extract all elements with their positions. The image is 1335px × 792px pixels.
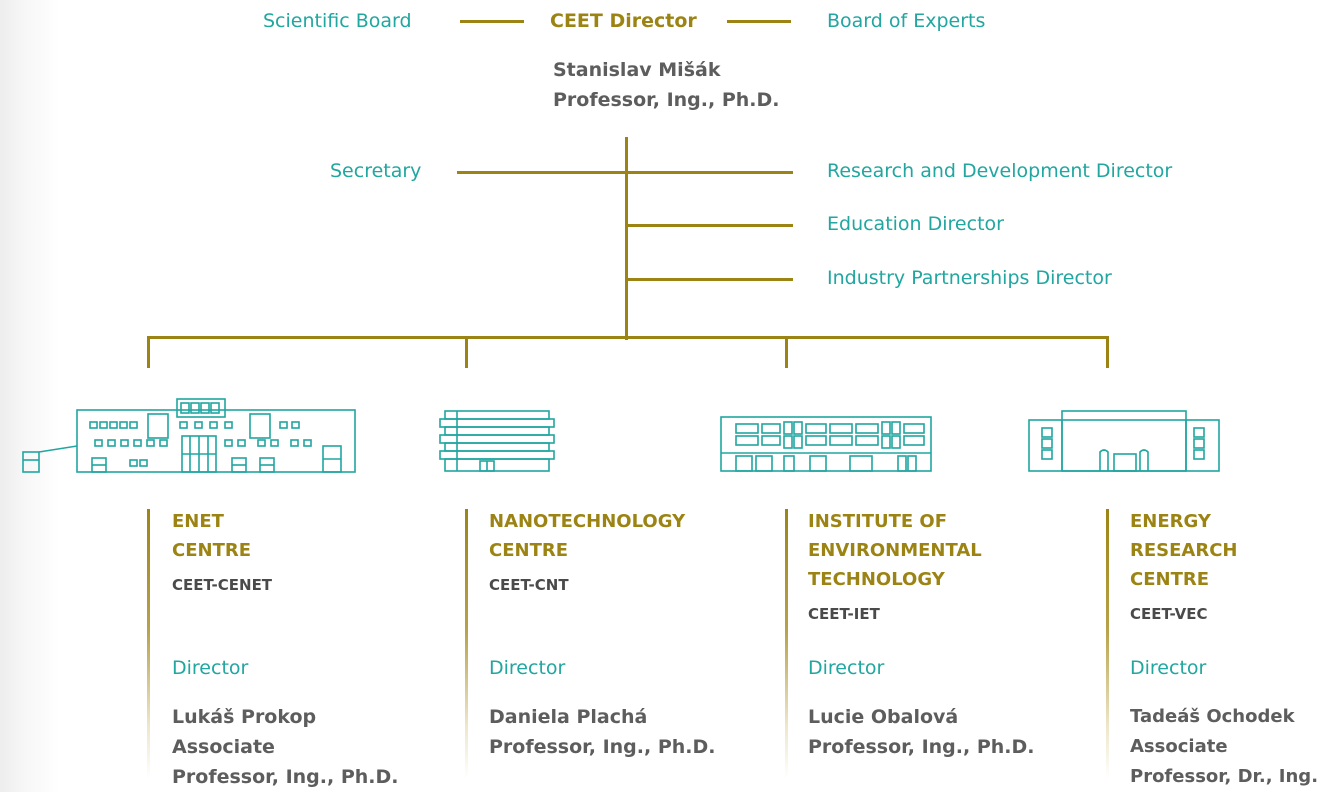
enet-centre-title: ENET CENTRE: [172, 507, 251, 565]
enet-director-info: Lukáš Prokop Associate Professor, Ing., …: [172, 702, 399, 792]
person-degree-line: Professor, Dr., Ing.: [1130, 766, 1319, 787]
centre-title-line: TECHNOLOGY: [808, 569, 945, 590]
energy-building-icon: [1028, 410, 1220, 472]
industry-director-label: Industry Partnerships Director: [827, 267, 1112, 289]
director-degree: Professor, Ing., Ph.D.: [553, 89, 780, 111]
connector-line: [727, 20, 791, 23]
director-info: Stanislav Mišák Professor, Ing., Ph.D.: [553, 55, 780, 115]
secretary-label: Secretary: [330, 160, 422, 182]
rd-director-label: Research and Development Director: [827, 160, 1173, 182]
director-name: Stanislav Mišák: [553, 59, 721, 81]
environmental-centre-code: CEET-IET: [808, 605, 880, 623]
nanotechnology-building-icon: [439, 410, 555, 472]
director-title: CEET Director: [550, 10, 697, 32]
environmental-centre-title: INSTITUTE OF ENVIRONMENTAL TECHNOLOGY: [808, 507, 982, 594]
board-of-experts-label: Board of Experts: [827, 10, 986, 32]
centre-title-line: CENTRE: [1130, 569, 1210, 590]
environmental-column-line: [785, 509, 788, 779]
centre-title-line: ENET: [172, 511, 224, 532]
trunk-line: [625, 137, 628, 340]
person-degree-line: Associate: [172, 736, 275, 758]
enet-director-label: Director: [172, 657, 249, 679]
energy-centre-title: ENERGY RESEARCH CENTRE: [1130, 507, 1237, 594]
person-name: Lucie Obalová: [808, 706, 959, 728]
branch-drop: [147, 336, 150, 368]
education-line: [625, 224, 793, 227]
centre-title-line: ENERGY: [1130, 511, 1211, 532]
branch-drop: [1106, 336, 1109, 368]
nanotechnology-centre-title: NANOTECHNOLOGY CENTRE: [489, 507, 685, 565]
person-degree-line: Professor, Ing., Ph.D.: [808, 736, 1035, 758]
connector-line: [460, 20, 524, 23]
energy-centre-code: CEET-VEC: [1130, 605, 1208, 623]
environmental-building-icon: [720, 416, 932, 472]
branch-bar: [147, 336, 1109, 339]
person-name: Tadeáš Ochodek: [1130, 706, 1295, 727]
education-director-label: Education Director: [827, 213, 1004, 235]
environmental-director-info: Lucie Obalová Professor, Ing., Ph.D.: [808, 702, 1035, 762]
nanotechnology-column-line: [465, 509, 468, 779]
environmental-director-label: Director: [808, 657, 885, 679]
enet-column-line: [147, 509, 150, 779]
centre-title-line: CENTRE: [172, 540, 252, 561]
energy-column-line: [1106, 509, 1109, 779]
nanotechnology-centre-code: CEET-CNT: [489, 576, 569, 594]
centre-title-line: NANOTECHNOLOGY: [489, 511, 686, 532]
centre-title-line: ENVIRONMENTAL: [808, 540, 982, 561]
enet-building-icon: [22, 398, 356, 473]
person-degree-line: Professor, Ing., Ph.D.: [489, 736, 716, 758]
centre-title-line: INSTITUTE OF: [808, 511, 948, 532]
industry-line: [625, 278, 793, 281]
scientific-board-label: Scientific Board: [263, 10, 412, 32]
nanotechnology-director-info: Daniela Plachá Professor, Ing., Ph.D.: [489, 702, 716, 762]
nanotechnology-director-label: Director: [489, 657, 566, 679]
enet-centre-code: CEET-CENET: [172, 576, 273, 594]
branch-drop: [785, 336, 788, 368]
person-degree-line: Associate: [1130, 736, 1228, 757]
person-name: Daniela Plachá: [489, 706, 648, 728]
person-degree-line: Professor, Ing., Ph.D.: [172, 766, 399, 788]
centre-title-line: RESEARCH: [1130, 540, 1238, 561]
energy-director-info: Tadeáš Ochodek Associate Professor, Dr.,…: [1130, 702, 1318, 792]
energy-director-label: Director: [1130, 657, 1207, 679]
person-name: Lukáš Prokop: [172, 706, 317, 728]
branch-drop: [465, 336, 468, 368]
centre-title-line: CENTRE: [489, 540, 569, 561]
secretary-line: [457, 171, 793, 174]
